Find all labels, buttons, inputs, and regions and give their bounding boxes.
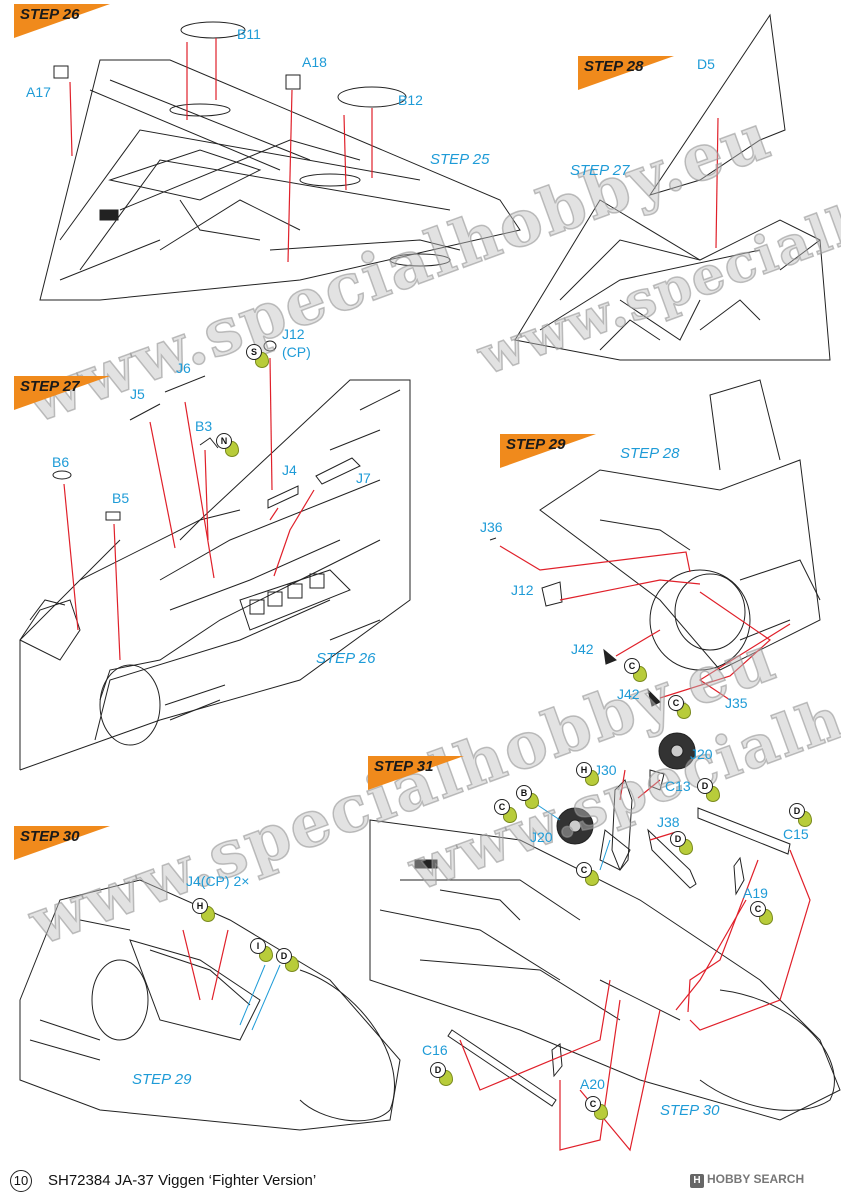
- step-29-label: STEP 29: [506, 436, 566, 453]
- step-31-label: STEP 31: [374, 758, 434, 775]
- callout-j20-b: J20: [530, 829, 553, 845]
- ref-step-26: STEP 26: [316, 650, 376, 667]
- paint-code-i: I: [250, 938, 276, 964]
- callout-a20: A20: [580, 1076, 605, 1092]
- page-number: 10: [10, 1170, 32, 1192]
- paint-code-b: B: [516, 785, 542, 811]
- paint-code-h2: H: [192, 898, 218, 924]
- step31-nose-drawing: [369, 732, 841, 1121]
- callout-j5: J5: [130, 386, 145, 402]
- step-27-label: STEP 27: [20, 378, 80, 395]
- step-30-label: STEP 30: [20, 828, 80, 845]
- callout-j36: J36: [480, 519, 503, 535]
- callout-cp: (CP): [282, 344, 311, 360]
- paint-code-d4: D: [430, 1062, 456, 1088]
- callout-a17: A17: [26, 84, 51, 100]
- callout-b5: B5: [112, 490, 130, 506]
- callout-d5: D5: [697, 56, 715, 72]
- step-28-label: STEP 28: [584, 58, 644, 75]
- step26-wing-drawing: [39, 21, 521, 301]
- callout-j35: J35: [725, 695, 748, 711]
- paint-code-d5: D: [276, 948, 302, 974]
- callout-j30: J30: [594, 762, 617, 778]
- paint-code-c6: C: [585, 1096, 611, 1122]
- ref-step-28: STEP 28: [620, 445, 680, 462]
- callout-c13: C13: [665, 778, 691, 794]
- ref-step-30: STEP 30: [660, 1102, 720, 1119]
- logo-text: HOBBY SEARCH: [707, 1172, 805, 1186]
- paint-code-c1: C: [624, 658, 650, 684]
- step-28-tag: STEP 28: [578, 56, 674, 90]
- callout-b11: B11: [237, 26, 261, 42]
- callout-j20-a: J20: [690, 746, 713, 762]
- ref-step-29: STEP 29: [132, 1071, 192, 1088]
- kit-title: SH72384 JA-37 Viggen ‘Fighter Version’: [48, 1172, 317, 1189]
- callout-b12: B12: [398, 92, 423, 108]
- step-31-tag: STEP 31: [368, 756, 464, 790]
- footer: 10 SH72384 JA-37 Viggen ‘Fighter Version…: [0, 1168, 841, 1200]
- callout-c16: C16: [422, 1042, 448, 1058]
- step-26-tag: STEP 26: [14, 4, 110, 38]
- step-29-tag: STEP 29: [500, 434, 596, 468]
- step27-fuselage-drawing: [19, 340, 411, 771]
- paint-code-c4: C: [576, 862, 602, 888]
- paint-code-c3: C: [494, 799, 520, 825]
- callout-b6: B6: [52, 454, 70, 470]
- ref-step-27: STEP 27: [570, 162, 630, 179]
- paint-code-n: N: [216, 433, 242, 459]
- step30-nose-drawing: [19, 879, 401, 1131]
- callout-j38: J38: [657, 814, 680, 830]
- callout-j4: J4: [282, 462, 297, 478]
- callout-c15: C15: [783, 826, 809, 842]
- callout-j42-a: J42: [571, 641, 594, 657]
- callout-j6: J6: [176, 360, 191, 376]
- logo-mark-icon: H: [690, 1174, 704, 1188]
- leader-lines: [63, 38, 811, 1152]
- callout-j12-cp: J12: [282, 326, 305, 342]
- step-26-label: STEP 26: [20, 6, 80, 23]
- paint-code-d3: D: [789, 803, 815, 829]
- step29-tail-drawing: [489, 379, 821, 707]
- callout-a19: A19: [743, 885, 768, 901]
- callout-j4-cp: J4(CP) 2×: [186, 873, 250, 889]
- paint-code-c5: C: [750, 901, 776, 927]
- paint-code-s: S: [246, 344, 272, 370]
- paint-code-d2: D: [670, 831, 696, 857]
- callout-a18: A18: [302, 54, 327, 70]
- callout-b3: B3: [195, 418, 213, 434]
- callout-j7: J7: [356, 470, 371, 486]
- paint-code-h1: H: [576, 762, 602, 788]
- step28-tail-drawing: [514, 13, 831, 361]
- paint-code-c2: C: [668, 695, 694, 721]
- paint-code-d1: D: [697, 778, 723, 804]
- callout-j42-b: J42: [617, 686, 640, 702]
- step-27-tag: STEP 27: [14, 376, 110, 410]
- step-30-tag: STEP 30: [14, 826, 110, 860]
- callout-j12: J12: [511, 582, 534, 598]
- ref-step-25: STEP 25: [430, 151, 490, 168]
